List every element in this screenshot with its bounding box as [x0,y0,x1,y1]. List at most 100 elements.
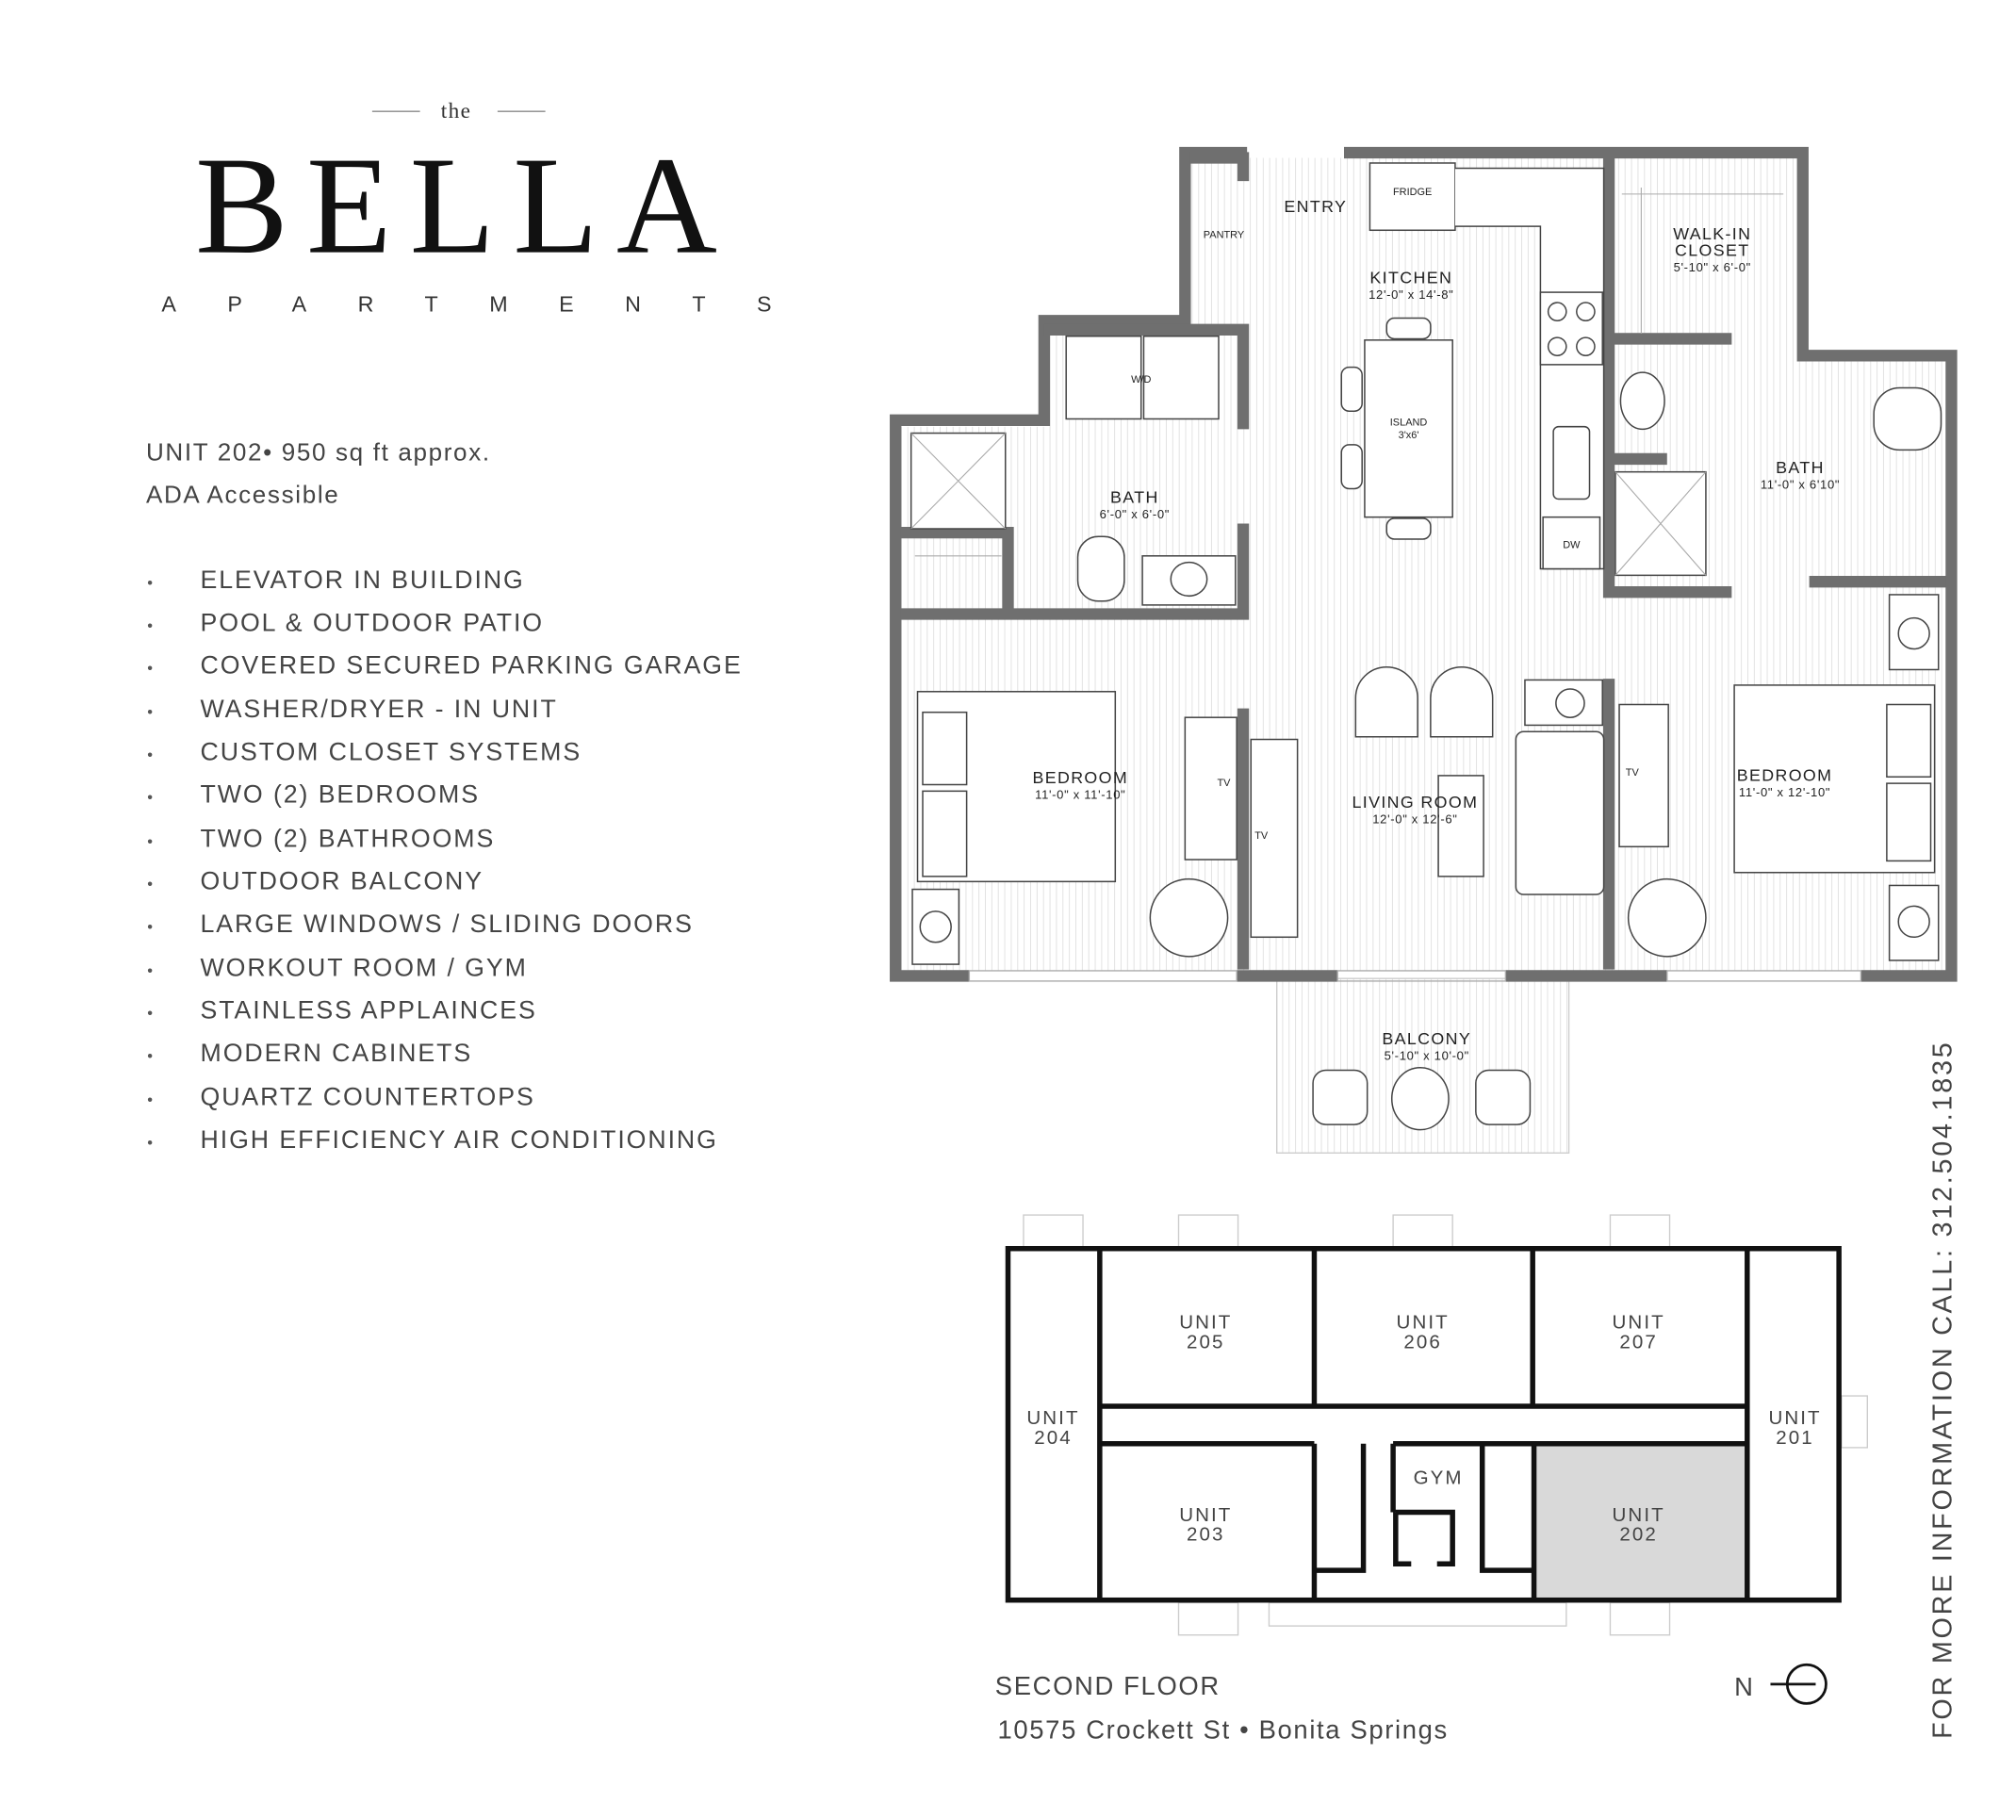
feature-item: WASHER/DRYER - IN UNIT [201,695,558,723]
kitchen-dims: 12'-0" x 14'-8" [1369,287,1453,302]
feature-item: ELEVATOR IN BUILDING [201,566,525,594]
feature-item: MODERN CABINETS [201,1039,473,1067]
sink [1170,561,1208,598]
island-size: 3'x6' [1399,430,1419,441]
balcony-label: BALCONY [1382,1029,1471,1048]
feature-item: HIGH EFFICIENCY AIR CONDITIONING [201,1125,718,1154]
unit-202-label: UNIT [1613,1504,1665,1526]
unit-205-label: UNIT [1179,1312,1232,1334]
bullet-icon: • [147,1048,153,1065]
balcony-table [1390,1067,1450,1131]
unit-201-label: UNIT [1768,1407,1821,1429]
living-label: LIVING ROOM [1352,793,1478,812]
closet-dims: 5'-10" x 6'-0" [1674,260,1751,274]
armchair [1354,665,1418,738]
feature-item: COVERED SECURED PARKING GARAGE [201,651,743,680]
unit-202-number: 202 [1619,1524,1657,1546]
bath-left-label: BATH [1110,488,1159,507]
bath-right-dims: 11'-0" x 6'10" [1761,478,1840,492]
feature-item: TWO (2) BATHROOMS [201,824,496,852]
bullet-icon: • [147,617,153,634]
unit-201-number: 201 [1776,1427,1813,1449]
sink [1619,371,1665,431]
armchair [1430,665,1494,738]
accessibility-note: ADA Accessible [146,481,339,509]
bullet-icon: • [147,575,153,592]
toilet [1076,535,1125,602]
brand-subtitle: APARTMENTS [161,292,771,317]
bedroom-right-dims: 11'-0" x 12'-10" [1739,785,1830,799]
living-dims: 12'-0" x 12'-6" [1372,812,1457,827]
pantry-label: PANTRY [1204,230,1245,241]
brand-logo: the BELLA APARTMENTS [161,99,771,317]
bedroom-right-label: BEDROOM [1737,765,1833,784]
dishwasher [1542,516,1601,570]
balcony-dims: 5'-10" x 10'-0" [1385,1049,1469,1063]
bedroom-left-label: BEDROOM [1032,768,1128,787]
toilet [1873,386,1942,451]
entry-label: ENTRY [1284,197,1347,216]
feature-item: WORKOUT ROOM / GYM [201,953,528,981]
coffee-table [1437,775,1484,877]
highlighted-unit-202 [1533,1445,1747,1599]
unit-206-number: 206 [1403,1331,1441,1353]
tv-label: TV [1217,778,1231,789]
bullet-icon: • [147,919,153,936]
unit-204-label: UNIT [1026,1407,1079,1429]
unit-206-label: UNIT [1397,1312,1450,1334]
bullet-icon: • [147,1135,153,1152]
unit-205-number: 205 [1187,1331,1224,1353]
bullet-icon: • [147,790,153,807]
feature-item: CUSTOM CLOSET SYSTEMS [201,737,582,765]
feature-item: STAINLESS APPLAINCES [201,996,537,1025]
bullet-icon: • [147,833,153,850]
unit-summary: UNIT 202• 950 sq ft approx. [146,437,491,466]
feature-item: LARGE WINDOWS / SLIDING DOORS [201,910,694,938]
second-floor-key-plan: UNIT 205 UNIT 206 UNIT 207 UNIT 204 UNIT… [1005,1214,1869,1636]
armchair [1149,877,1229,958]
armchair [1627,877,1707,958]
cooktop [1539,291,1603,366]
dw-label: DW [1563,540,1581,551]
north-label: N [1734,1672,1754,1701]
gym-label: GYM [1414,1467,1464,1488]
bullet-icon: • [147,704,153,721]
closet-label-2: CLOSET [1675,241,1750,260]
island-label: ISLAND [1390,417,1428,428]
features-list: •ELEVATOR IN BUILDING •POOL & OUTDOOR PA… [147,566,743,1154]
feature-item: TWO (2) BEDROOMS [201,780,480,809]
media-console [1250,738,1299,939]
feature-item: QUARTZ COUNTERTOPS [201,1083,535,1111]
kitchen-label: KITCHEN [1369,268,1452,287]
feature-item: OUTDOOR BALCONY [201,867,484,895]
sofa [1515,730,1605,895]
contact-info: FOR MORE INFORMATION CALL: 312.504.1835 [1927,1040,1958,1738]
tv-label: TV [1626,767,1640,779]
kitchen-sink [1552,425,1591,500]
fridge-label: FRIDGE [1393,187,1432,198]
bullet-icon: • [147,962,153,979]
floor-label: SECOND FLOOR [995,1671,1221,1700]
unit-floor-plan: FRIDGE DW ISLAND 3'x6' ENTRY PANTRY KITC… [890,146,1958,1154]
dresser [1618,703,1669,848]
unit-203-label: UNIT [1179,1504,1232,1526]
washer-dryer [1142,335,1220,420]
closet-label: WALK-IN [1673,224,1751,243]
bullet-icon: • [147,1092,153,1109]
wd-label: W/D [1131,374,1151,385]
bath-right-label: BATH [1776,458,1825,477]
bullet-icon: • [147,877,153,894]
unit-207-number: 207 [1619,1331,1657,1353]
brand-name: BELLA [195,129,735,284]
bullet-icon: • [147,746,153,763]
kitchen-island [1364,339,1453,518]
tv-label: TV [1254,830,1269,842]
bath-left-dims: 6'-0" x 6'-0" [1100,507,1171,521]
bedroom-left-dims: 11'-0" x 11'-10" [1035,788,1125,802]
bullet-icon: • [147,661,153,678]
unit-204-number: 204 [1034,1427,1072,1449]
brand-prefix: the [441,99,472,123]
bullet-icon: • [147,1006,153,1023]
dresser [1184,716,1237,861]
